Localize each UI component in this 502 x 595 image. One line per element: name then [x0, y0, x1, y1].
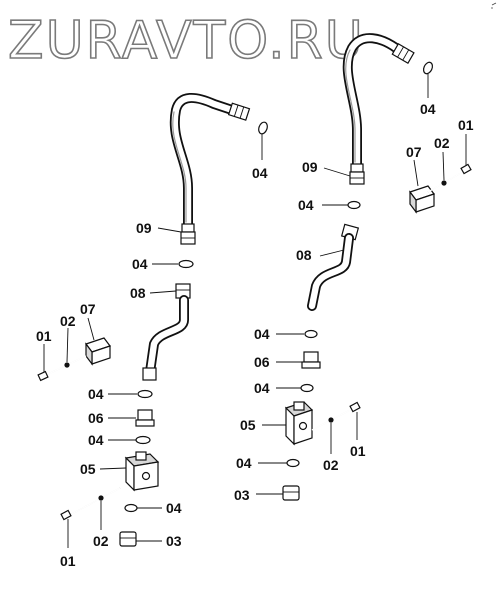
left-assembly	[37, 93, 268, 548]
left-oring-a	[178, 259, 194, 269]
right-label-pipe: 08	[296, 247, 312, 263]
left-label-block: 05	[80, 461, 96, 477]
left-label-adapter: 06	[88, 410, 104, 426]
right-label-oring-a: 04	[298, 197, 314, 213]
right-label-oring-d: 04	[236, 455, 252, 471]
left-label-bolt-b: 01	[36, 328, 52, 344]
right-oring-b	[304, 329, 318, 339]
left-label-oring-b: 04	[88, 386, 104, 402]
left-top-oring	[258, 121, 268, 135]
left-bolt	[60, 487, 121, 521]
right-washer-b	[441, 180, 447, 186]
left-plug	[119, 531, 137, 547]
left-label-pipe: 08	[130, 285, 146, 301]
right-bolt	[311, 401, 361, 431]
right-assembly	[256, 33, 472, 501]
left-label-plug: 03	[166, 533, 182, 549]
left-block	[124, 451, 160, 492]
left-label-oring-a: 04	[132, 256, 148, 272]
left-oring-d	[124, 503, 138, 513]
right-label-oring-c: 04	[254, 380, 270, 396]
left-label-bracket: 07	[80, 301, 96, 317]
left-washer-b	[64, 362, 70, 368]
right-label-washer: 02	[323, 457, 339, 473]
right-hose-top-nut	[391, 42, 415, 65]
right-label-plug: 03	[234, 487, 250, 503]
left-hose-bottom-fitting	[180, 223, 196, 245]
right-bracket	[409, 185, 435, 214]
right-label-bolt-b: 01	[458, 117, 474, 133]
right-oring-a	[347, 200, 361, 210]
right-adapter	[301, 351, 321, 369]
left-hose-top-nut	[227, 102, 251, 121]
right-label-bolt: 01	[350, 443, 366, 459]
right-label-oring-top: 04	[420, 101, 436, 117]
left-bolt-b	[37, 355, 87, 382]
left-label-washer-b: 02	[60, 313, 76, 329]
left-bracket	[85, 337, 111, 366]
right-washer	[328, 417, 334, 423]
left-label-hose: 09	[136, 220, 152, 236]
right-oring-c	[300, 383, 314, 393]
left-label-oring-top: 04	[252, 165, 268, 181]
left-label-bolt: 01	[60, 553, 76, 569]
right-label-hose: 09	[302, 159, 318, 175]
left-label-oring-d: 04	[166, 500, 182, 516]
left-hose	[169, 93, 237, 231]
left-washer	[98, 495, 104, 501]
right-block	[284, 401, 314, 446]
right-bolt-b	[427, 163, 472, 193]
left-label-washer: 02	[93, 533, 109, 549]
right-hose	[342, 33, 401, 171]
right-label-bracket: 07	[406, 144, 422, 160]
watermark-logo: ZURAVTO.RU	[8, 11, 365, 71]
right-label-block: 05	[240, 417, 256, 433]
right-oring-d	[286, 458, 300, 468]
right-label-washer-b: 02	[434, 135, 450, 151]
corner-mark	[491, 2, 497, 9]
right-top-oring	[422, 61, 434, 75]
left-pipe	[142, 283, 191, 381]
right-plug	[282, 485, 300, 501]
left-adapter	[135, 409, 155, 427]
right-hose-bottom-fitting	[349, 163, 365, 185]
right-pipe	[307, 223, 360, 311]
left-oring-b	[137, 389, 153, 399]
left-oring-c	[135, 435, 151, 445]
left-label-oring-c: 04	[88, 432, 104, 448]
right-label-oring-b: 04	[254, 326, 270, 342]
right-label-adapter: 06	[254, 354, 270, 370]
